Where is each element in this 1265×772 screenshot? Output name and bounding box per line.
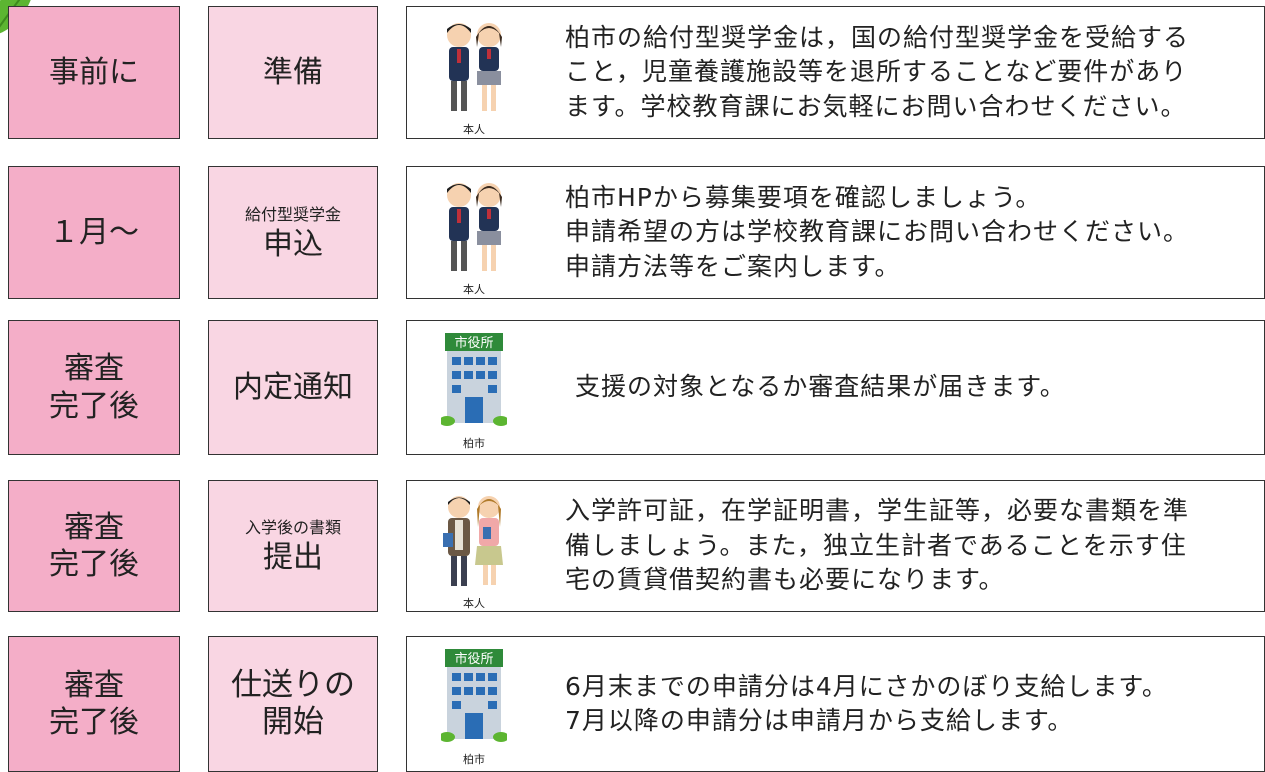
timing-label-line: 完了後 (49, 388, 139, 424)
actor-label: 柏市 (463, 437, 485, 450)
timing-cell-5: 審査 完了後 (8, 636, 180, 772)
timing-label: 事前に (49, 54, 139, 90)
description-text: 支援の対象となるか審査結果が届きます。 (575, 321, 1246, 454)
action-cell-5: 仕送りの 開始 (208, 636, 378, 772)
timing-label: １月～ (49, 214, 139, 250)
action-cell-4: 入学後の書類 提出 (208, 480, 378, 612)
description-text: 入学許可証，在学証明書，学生証等，必要な書類を準 備しましょう。また，独立生計者… (565, 481, 1246, 611)
timing-cell-3: 審査 完了後 (8, 320, 180, 455)
description-text: 柏市HPから募集要項を確認しましょう。 申請希望の方は学校教育課にお問い合わせく… (565, 167, 1246, 298)
actor-label: 本人 (463, 283, 485, 296)
timing-cell-2: １月～ (8, 166, 180, 299)
description-line: 支援の対象となるか審査結果が届きます。 (575, 372, 1066, 402)
action-label-line: 開始 (262, 704, 324, 740)
actor-label: 本人 (463, 597, 485, 610)
city-hall-icon: 市役所 (441, 649, 507, 742)
timing-label-line: 審査 (64, 509, 124, 545)
city-hall-icon: 市役所 (441, 333, 507, 426)
action-label: 提出 (263, 540, 323, 575)
timing-cell-4: 審査 完了後 (8, 480, 180, 612)
description-text: 柏市の給付型奨学金は，国の給付型奨学金を受給する こと，児童養護施設等を退所する… (565, 7, 1246, 138)
description-line: こと，児童養護施設等を退所することなど要件があり (565, 57, 1188, 87)
actor-figure: 本人 (429, 179, 519, 297)
actor-label: 本人 (463, 123, 485, 136)
actor-figure: 本人 (429, 19, 519, 137)
description-line: 申請希望の方は学校教育課にお問い合わせください。 (565, 217, 1190, 247)
description-line: 申請方法等をご案内します。 (565, 251, 901, 281)
svg-text:市役所: 市役所 (454, 651, 493, 667)
action-sublabel: 入学後の書類 (244, 518, 341, 537)
university-student-pair-icon (443, 496, 503, 586)
timing-label-line: 審査 (64, 667, 124, 703)
description-panel-2: 本人 柏市HPから募集要項を確認しましょう。 申請希望の方は学校教育課にお問い合… (406, 166, 1265, 299)
description-line: 入学許可証，在学証明書，学生証等，必要な書類を準 (565, 496, 1190, 526)
actor-figure: 市役所 柏市 (429, 649, 519, 767)
student-pair-icon (447, 183, 502, 271)
timing-label-line: 審査 (64, 351, 124, 386)
action-label-line: 仕送りの (231, 666, 355, 703)
description-line: 7月以降の申請分は申請月から支給します。 (565, 706, 1074, 735)
action-label: 申込 (263, 226, 323, 262)
description-line: 柏市HPから募集要項を確認しましょう。 (565, 182, 1042, 212)
description-line: 備しましょう。また，独立生計者であることを示す住 (565, 530, 1187, 560)
svg-text:市役所: 市役所 (454, 335, 493, 351)
description-line: 宅の賃貸借契約書も必要になります。 (565, 565, 1005, 595)
student-pair-icon (447, 23, 502, 111)
description-panel-4: 本人 入学許可証，在学証明書，学生証等，必要な書類を準 備しましょう。また，独立… (406, 480, 1265, 612)
description-panel-5: 市役所 柏市 6月末までの申請分は4月にさかのぼり支給します。 7月以降の申請分… (406, 636, 1265, 772)
action-cell-2: 給付型奨学金 申込 (208, 166, 378, 299)
action-cell-1: 準備 (208, 6, 378, 139)
description-text: 6月末までの申請分は4月にさかのぼり支給します。 7月以降の申請分は申請月から支… (565, 637, 1246, 771)
description-line: 6月末までの申請分は4月にさかのぼり支給します。 (565, 671, 1168, 701)
action-sublabel: 給付型奨学金 (244, 204, 341, 224)
timing-label-line: 完了後 (49, 705, 139, 740)
timing-cell-1: 事前に (8, 6, 180, 139)
description-panel-3: 市役所 柏市 支援の対象となるか審査結果が届きます。 (406, 320, 1265, 455)
actor-figure: 市役所 柏市 (429, 333, 519, 451)
actor-label: 柏市 (463, 753, 485, 766)
description-panel-1: 本人 柏市の給付型奨学金は，国の給付型奨学金を受給する こと，児童養護施設等を退… (406, 6, 1265, 139)
action-label: 内定通知 (233, 369, 353, 405)
actor-figure: 本人 (429, 493, 519, 611)
timing-label-line: 完了後 (49, 547, 139, 582)
description-line: ます。学校教育課にお気軽にお問い合わせください。 (565, 91, 1187, 121)
action-label: 準備 (263, 54, 323, 90)
description-line: 柏市の給付型奨学金は，国の給付型奨学金を受給する (565, 22, 1190, 52)
action-cell-3: 内定通知 (208, 320, 378, 455)
